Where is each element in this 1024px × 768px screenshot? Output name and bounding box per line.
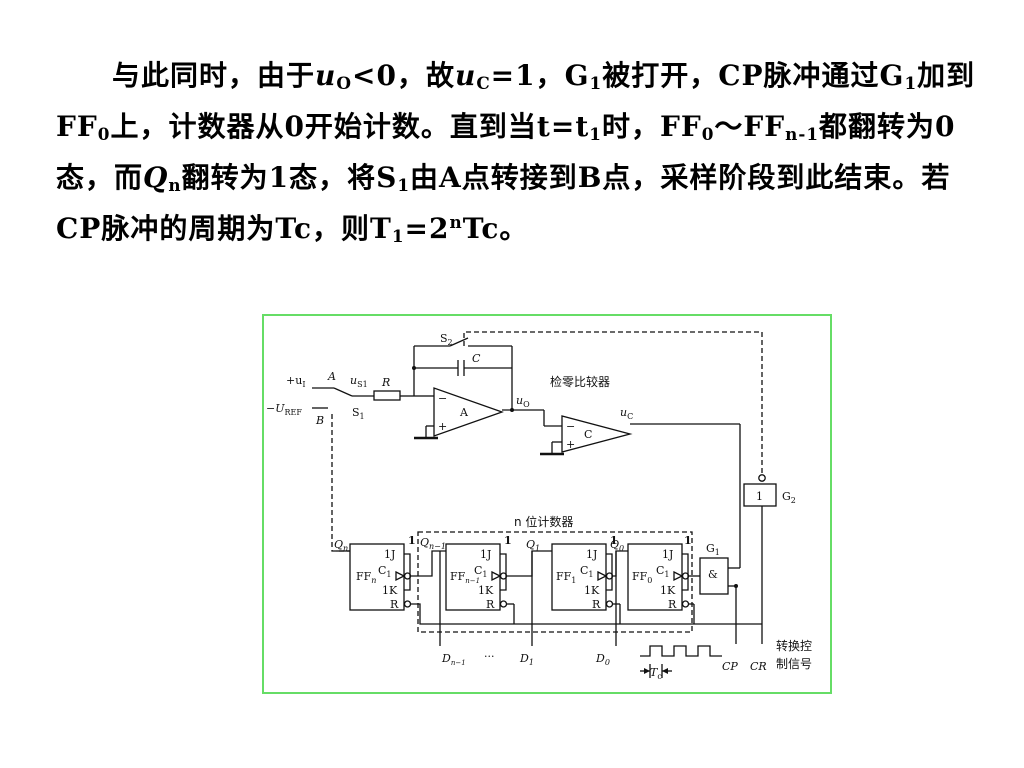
label-us1: uS1 [350, 374, 368, 389]
ffn-name: FFn [356, 570, 376, 585]
label-r: R [381, 376, 390, 389]
g2-box-label: 1 [756, 490, 763, 503]
label-d0: D0 [595, 652, 610, 667]
ffn1-k: 1K [478, 584, 494, 597]
ffn-c: C1 [378, 564, 392, 579]
ff1-r: R [592, 598, 601, 611]
control-label-2: 制信号 [776, 657, 812, 671]
ff1-clock-triangle [597, 570, 608, 582]
ffn1-jk-tie [500, 553, 507, 591]
ff0-one: 1 [684, 534, 692, 547]
ffn1-r: R [486, 598, 495, 611]
label-d1: D1 [519, 652, 534, 667]
label-qn1: Qn−1 [420, 536, 446, 551]
g2-inverter-box [743, 483, 777, 507]
ffn-clock-triangle [395, 570, 406, 582]
counter-title: n 位计数器 [514, 514, 573, 529]
opamp-a-plus: + [438, 420, 447, 433]
opamp-a-label: A [459, 406, 469, 419]
label-g2: G2 [782, 490, 796, 505]
label-plus-ui: +uI [286, 374, 305, 389]
reset-bus [411, 603, 762, 625]
opamp-a-triangle [433, 387, 504, 437]
switch-s1-blade [333, 387, 353, 397]
description-paragraph: 与此同时，由于uO<0，故uC=1，G1被打开，CP脉冲通过G1加到FF0上，计… [56, 59, 976, 247]
label-dots: ··· [484, 650, 495, 663]
resistor-r [373, 390, 401, 401]
ff1-jk-tie [606, 553, 613, 591]
ff0-reset-bubble [681, 600, 690, 608]
ff1-one: 1 [610, 534, 618, 547]
s2-control-dashed-line [463, 331, 763, 474]
ff0-clock-triangle [673, 570, 684, 582]
label-q1: Q1 [526, 538, 540, 553]
label-tc: Tc [650, 666, 662, 681]
label-cr: CR [750, 660, 767, 673]
label-s2: S2 [440, 332, 453, 347]
comparator-label: C [584, 428, 592, 441]
label-point-b: B [315, 414, 324, 427]
label-cp: CP [722, 660, 738, 673]
ff0-jk-tie [682, 553, 689, 591]
ffn-j: 1J [384, 548, 395, 561]
ff0-name: FF0 [632, 570, 652, 585]
comparator-title: 检零比较器 [550, 374, 610, 389]
node-dot-cp [734, 584, 738, 588]
ffn1-reset-bubble [499, 600, 508, 608]
comparator-minus: − [566, 420, 575, 433]
wire-q0-to-ff1-clock [613, 550, 628, 577]
control-label-1: 转换控 [776, 638, 812, 653]
label-qn: Qn [334, 538, 348, 553]
g2-input-bubble [758, 474, 766, 482]
node-dot-feedback [412, 366, 416, 370]
g1-and-symbol: & [708, 568, 718, 581]
ff0-k: 1K [660, 584, 676, 597]
s1-control-dashed-line [331, 414, 350, 552]
label-q0: Q0 [610, 538, 624, 553]
dual-slope-adc-circuit: S2 C +uI A uS1 R −UREF B S1 − + A uO 检零比… [262, 314, 832, 694]
label-g1: G1 [706, 542, 720, 557]
wire-q1-clock [507, 550, 552, 577]
ff0-j: 1J [662, 548, 673, 561]
node-dot-output [510, 408, 514, 412]
ffn-k: 1K [382, 584, 398, 597]
ffn-reset-bubble [403, 600, 412, 608]
label-dn1: Dn−1 [441, 652, 466, 667]
wire-qn1-to-ffn-clock [411, 550, 446, 577]
switch-s2-blade [449, 337, 469, 347]
comparator-c-triangle [561, 415, 633, 453]
opamp-a-minus: − [438, 392, 447, 405]
ffn1-one: 1 [504, 534, 512, 547]
cp-pulse-waveform [640, 645, 722, 657]
ff0-r: R [668, 598, 677, 611]
ff1-name: FF1 [556, 570, 576, 585]
counter-dashed-box [417, 531, 693, 633]
ff0-c: C1 [656, 564, 670, 579]
ff1-c: C1 [580, 564, 594, 579]
label-c: C [472, 352, 481, 365]
ffn1-clock-triangle [491, 570, 502, 582]
ffn1-name: FFn−1 [450, 570, 480, 585]
ffn-one: 1 [408, 534, 416, 547]
ffn1-c: C1 [474, 564, 488, 579]
ff1-reset-bubble [605, 600, 614, 608]
ffn-r: R [390, 598, 399, 611]
tc-arrow-right [662, 668, 668, 674]
ffn-jk-tie [404, 553, 411, 591]
label-minus-uref: −UREF [266, 402, 302, 417]
ff1-j: 1J [586, 548, 597, 561]
ff1-k: 1K [584, 584, 600, 597]
tc-arrow-left [644, 668, 650, 674]
label-uc: uC [620, 406, 633, 421]
label-s1: S1 [352, 406, 365, 421]
label-uo: uO [516, 394, 530, 409]
ffn1-j: 1J [480, 548, 491, 561]
comparator-plus: + [566, 438, 575, 451]
label-point-a: A [327, 370, 336, 383]
